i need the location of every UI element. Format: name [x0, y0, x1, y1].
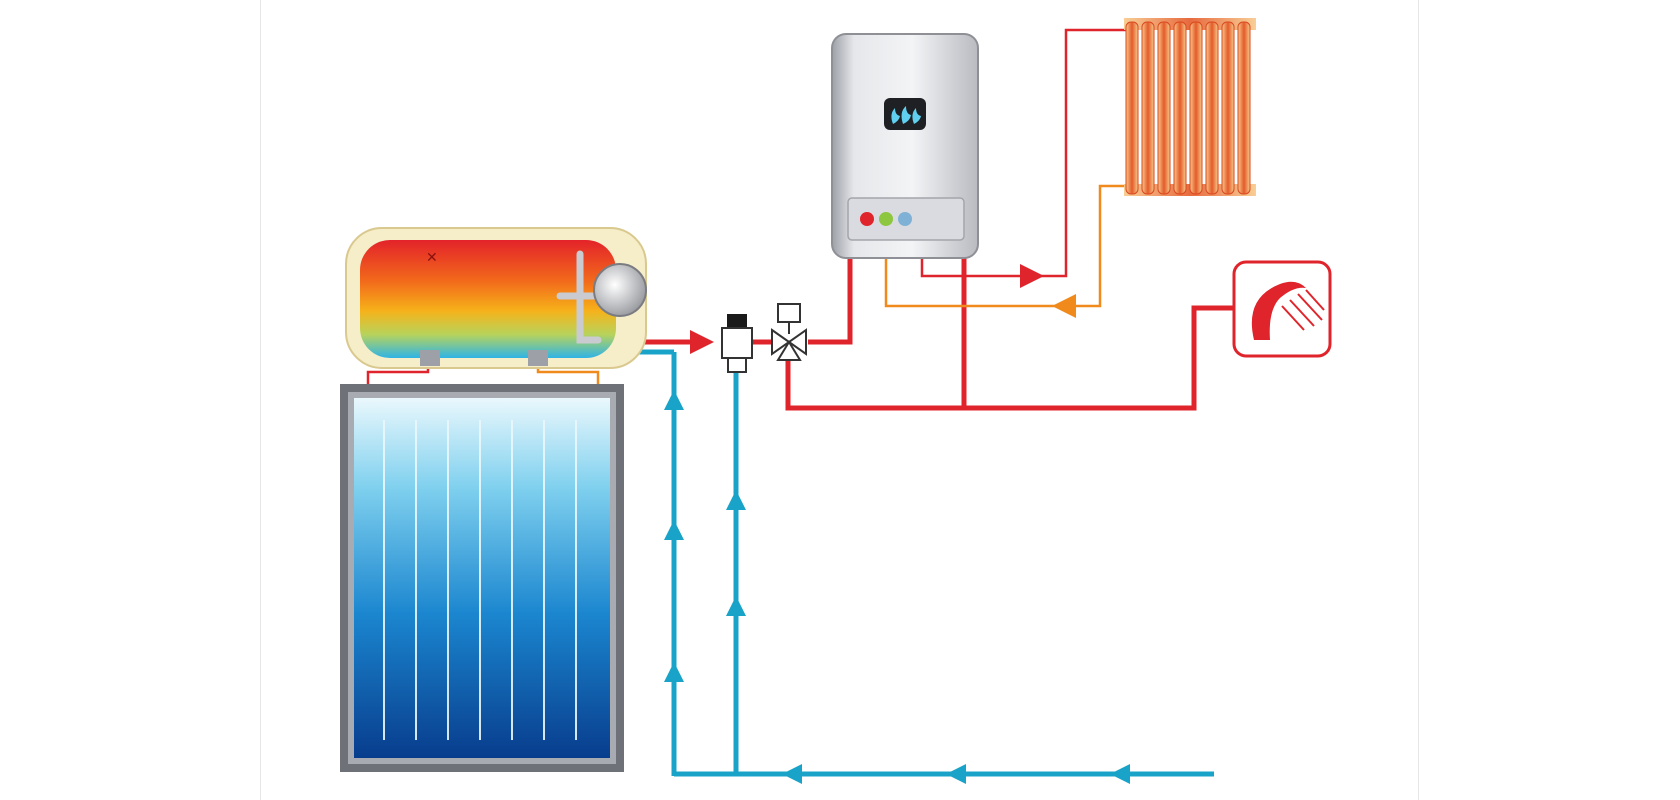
hot-water-pipes — [622, 258, 1234, 411]
frame-left-edge — [260, 0, 261, 800]
shower-head-shape — [1251, 281, 1306, 340]
diverter-to-boiler-pipe — [808, 258, 853, 345]
indicator-light-red — [860, 212, 874, 226]
flow-arrow-left — [782, 764, 802, 784]
mixing-valve-icon — [721, 314, 753, 373]
flow-arrow-up — [664, 520, 684, 540]
cold-water-pipes — [622, 349, 1214, 777]
valve-bottom-port — [776, 340, 802, 361]
indicator-light-blue — [898, 212, 912, 226]
collector-absorber — [354, 398, 610, 758]
flow-arrow-up — [726, 490, 746, 510]
radiator-fin — [1189, 21, 1203, 195]
heating-element-icon — [556, 250, 604, 344]
tank-support-foot — [528, 350, 548, 366]
flow-arrow-left — [946, 764, 966, 784]
radiator-fin — [1125, 21, 1139, 195]
radiator-flow-pipe — [920, 28, 1126, 278]
shower-icon — [1232, 260, 1332, 358]
flow-arrow-left — [1052, 294, 1076, 318]
radiator-fin — [1237, 21, 1251, 195]
three-way-valve-icon — [771, 303, 807, 361]
solar-collector-panel — [340, 384, 624, 772]
indicator-light-green — [879, 212, 893, 226]
tank-support-foot — [420, 350, 440, 366]
radiator-fin — [1141, 21, 1155, 195]
mixing-valve-knob — [727, 314, 747, 328]
gas-boiler — [831, 33, 979, 259]
shower-badge — [1232, 260, 1332, 358]
flow-arrow-right — [1020, 264, 1044, 288]
collector-riser-tubes — [383, 420, 577, 740]
tank-flange-cover — [593, 263, 647, 317]
radiator-return-pipe — [884, 184, 1126, 308]
radiator-icon — [1124, 18, 1256, 196]
hot-to-shower-pipe — [785, 305, 1234, 411]
radiator-fin — [1221, 21, 1235, 195]
flow-arrow-up — [664, 662, 684, 682]
flow-arrow-left — [1110, 764, 1130, 784]
radiator-fin — [1173, 21, 1187, 195]
flame-icon — [891, 106, 921, 124]
tank-sensor-mark: ✕ — [426, 249, 438, 265]
heating-flow-pipes — [920, 28, 1126, 278]
flow-arrow-up — [726, 596, 746, 616]
mixing-valve-body — [721, 327, 753, 359]
flow-arrow-up — [664, 390, 684, 410]
radiator-fin — [1205, 21, 1219, 195]
storage-tank: ✕ — [345, 227, 647, 369]
actuator-head — [777, 303, 801, 323]
frame-right-edge — [1418, 0, 1419, 800]
tank-water-body — [360, 240, 616, 358]
heating-return-pipes — [884, 184, 1126, 308]
mixing-valve-cold-port — [727, 357, 747, 373]
flow-arrow-right — [690, 330, 714, 354]
radiator-fin — [1157, 21, 1171, 195]
shower-spray — [1281, 289, 1325, 331]
cold-flow-arrows — [664, 390, 1130, 784]
